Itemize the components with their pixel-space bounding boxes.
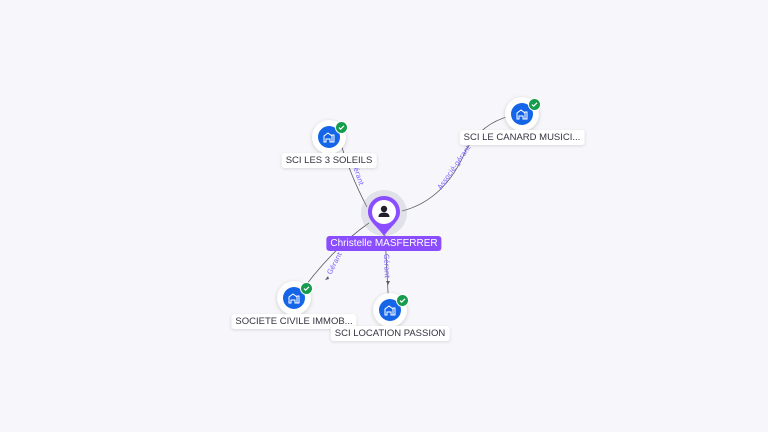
person-label: Christelle MASFERRER	[326, 236, 442, 251]
company-label: SCI LES 3 SOLEILS	[281, 153, 377, 168]
arrow-head	[325, 276, 329, 280]
company-label: SCI LOCATION PASSION	[330, 326, 450, 341]
check-icon	[396, 294, 409, 307]
building-icon	[283, 287, 305, 309]
edge-sci-le-canard	[401, 113, 522, 212]
building-icon	[318, 126, 340, 148]
check-icon	[528, 98, 541, 111]
building-icon	[379, 299, 401, 321]
edge-label: Gérant	[382, 254, 391, 279]
company-label: SCI LE CANARD MUSICI...	[459, 130, 585, 145]
check-icon	[300, 282, 313, 295]
map-pin-marker	[368, 196, 400, 236]
check-icon	[335, 121, 348, 134]
arrow-head	[386, 281, 390, 285]
building-icon	[511, 103, 533, 125]
edge-label: Associé-gérant	[436, 144, 473, 191]
company-label: SOCIETE CIVILE IMMOB...	[231, 314, 357, 329]
person-icon	[378, 205, 390, 217]
edge-label: Gérant	[326, 251, 344, 276]
